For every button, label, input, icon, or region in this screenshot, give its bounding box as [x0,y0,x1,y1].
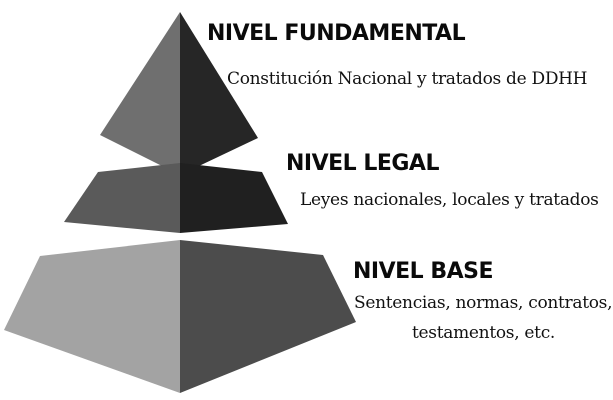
level-legal-right-face [180,163,288,233]
level-base-left-face [4,240,180,393]
level-fundamental-title: NIVEL FUNDAMENTAL [207,21,466,46]
level-legal-title: NIVEL LEGAL [286,151,439,176]
level-legal-description: Leyes nacionales, locales y tratados [300,190,599,210]
level-base: NIVEL BASE Sentencias, normas, contratos… [4,240,613,393]
level-base-right-face [180,240,356,393]
level-fundamental-left-face [100,12,180,175]
level-legal: NIVEL LEGAL Leyes nacionales, locales y … [64,151,599,233]
level-base-description-line-1: Sentencias, normas, contratos, [354,293,612,313]
level-fundamental-description: Constitución Nacional y tratados de DDHH [227,69,587,89]
level-base-description-line-2: testamentos, etc. [412,323,555,343]
level-fundamental: NIVEL FUNDAMENTAL Constitución Nacional … [100,12,588,175]
level-base-title: NIVEL BASE [353,259,493,284]
level-fundamental-right-face [180,12,258,175]
level-legal-left-face [64,163,180,233]
